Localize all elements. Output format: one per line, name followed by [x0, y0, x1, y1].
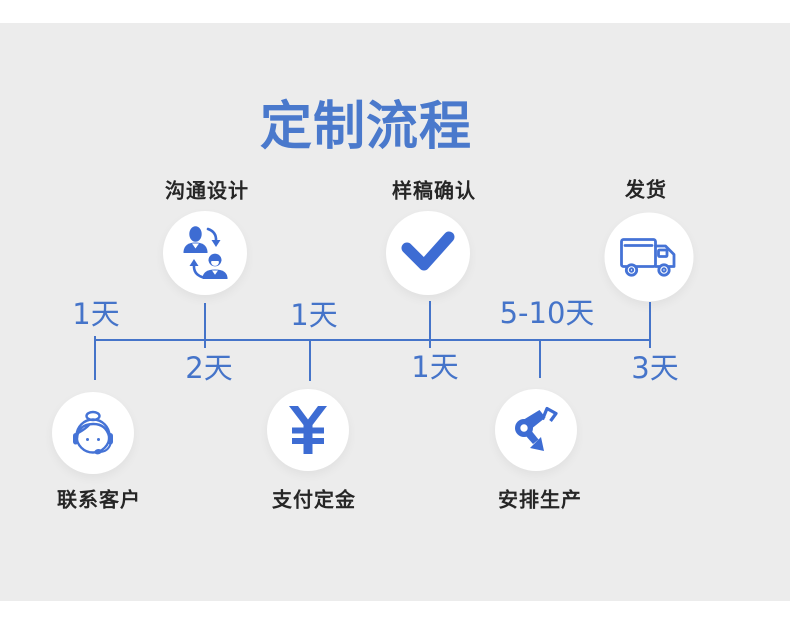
- step-label-contact-customer: 联系客户: [57, 487, 141, 512]
- step-circle-arrange-production: [495, 389, 577, 471]
- timeline-tick-1: [94, 336, 96, 380]
- step-label-arrange-production: 安排生产: [498, 487, 582, 512]
- page-title: 定制流程: [259, 97, 473, 157]
- gray-background-panel: [0, 23, 790, 601]
- duration-label-3: 1天: [290, 298, 338, 332]
- robot-arm-icon: [515, 406, 558, 451]
- step-label-pay-deposit: 支付定金: [272, 487, 356, 512]
- timeline-tick-5: [539, 339, 541, 378]
- step-circle-contact-customer: [52, 392, 134, 474]
- people-exchange-icon: [183, 226, 228, 279]
- step-circle-sample-confirm: [386, 211, 470, 295]
- truck-icon: [619, 237, 675, 277]
- timeline-tick-4: [429, 301, 431, 348]
- step-circle-communicate-design: [163, 211, 247, 295]
- duration-label-4: 1天: [411, 350, 459, 384]
- timeline-tick-6: [649, 302, 651, 348]
- duration-label-1: 1天: [72, 297, 120, 331]
- timeline-line: [95, 339, 651, 341]
- step-circle-pay-deposit: [267, 389, 349, 471]
- step-circle-shipping: [604, 212, 694, 302]
- customer-service-icon: [73, 410, 113, 455]
- step-label-shipping: 发货: [625, 177, 667, 202]
- duration-label-6: 3天: [631, 351, 679, 385]
- timeline-tick-2: [204, 303, 206, 348]
- duration-label-2: 2天: [185, 351, 233, 385]
- timeline-tick-3: [309, 339, 311, 381]
- duration-label-5: 5-10天: [499, 296, 595, 330]
- step-label-sample-confirm: 样稿确认: [392, 178, 476, 203]
- checkmark-icon: [401, 231, 455, 271]
- step-label-communicate-design: 沟通设计: [165, 178, 249, 203]
- yuan-currency-icon: [289, 406, 327, 454]
